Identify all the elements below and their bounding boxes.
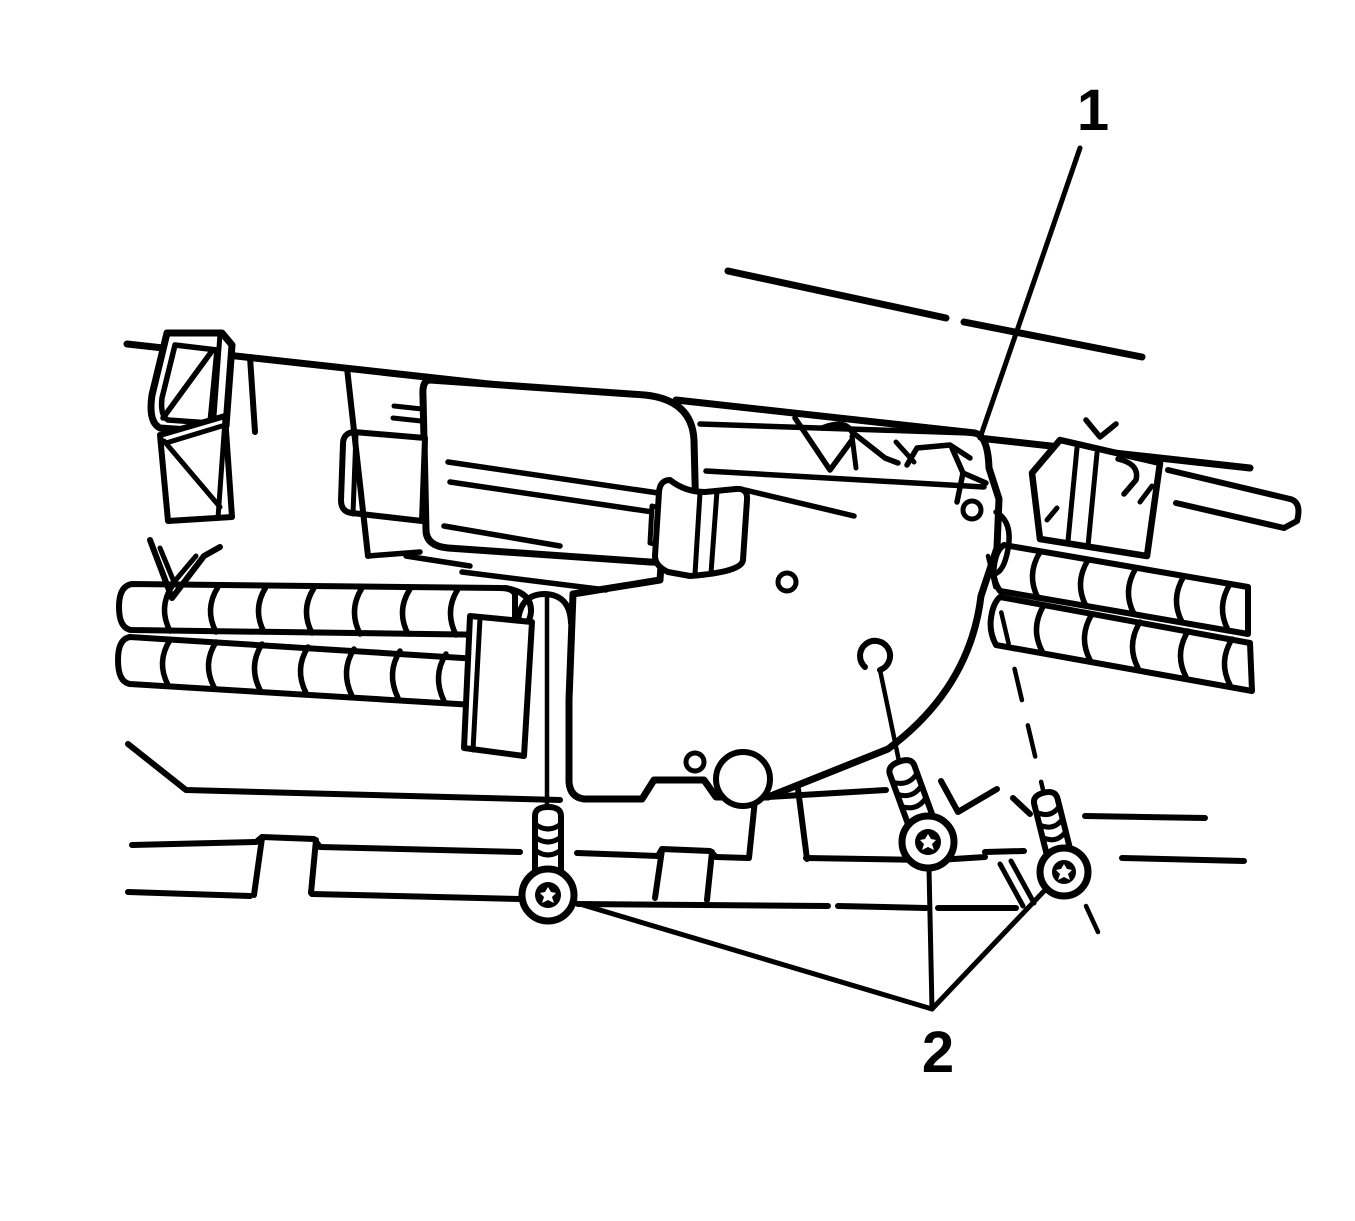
callout-1: 1 xyxy=(977,78,1109,441)
callout-2-leader-left xyxy=(570,899,935,1012)
wiper-motor xyxy=(338,376,751,759)
housing-hole-top-right xyxy=(960,498,984,522)
bolt-hole-open xyxy=(857,637,894,673)
harness-conduit-right xyxy=(987,542,1255,694)
housing-boss xyxy=(713,749,773,809)
callout-2-leader-middle xyxy=(926,865,935,1012)
callout-1-label: 1 xyxy=(1077,78,1109,143)
mounting-brackets-left xyxy=(147,329,423,601)
bracket-lower xyxy=(157,413,235,524)
callout-1-leader xyxy=(977,145,1083,441)
bolt-right xyxy=(985,553,1101,935)
pivot-collar xyxy=(515,591,574,626)
bolt-axis-dash xyxy=(1083,903,1101,935)
connector-bracket-right xyxy=(1028,417,1302,560)
panel-edge xyxy=(344,365,371,559)
support-frame xyxy=(125,741,1247,911)
housing-hole-center xyxy=(775,570,799,594)
torx-recess xyxy=(1056,864,1072,880)
bolt-axis-line xyxy=(877,667,903,769)
bolt-middle xyxy=(877,667,958,872)
bolt-axis-dashed xyxy=(985,553,1047,797)
motor-end-bracket xyxy=(652,477,751,579)
callout-2-leader-right xyxy=(929,886,1049,1012)
torx-recess xyxy=(540,887,556,903)
torx-recess xyxy=(920,834,936,850)
callout-2: 2 xyxy=(570,865,1049,1085)
bracket-clip xyxy=(147,537,223,601)
housing-hole-bottom-left xyxy=(683,750,707,774)
bolt-left xyxy=(518,595,578,925)
conduit-elbow xyxy=(991,509,1012,577)
motor-mount-block xyxy=(461,613,535,759)
callout-2-label: 2 xyxy=(922,1020,954,1085)
